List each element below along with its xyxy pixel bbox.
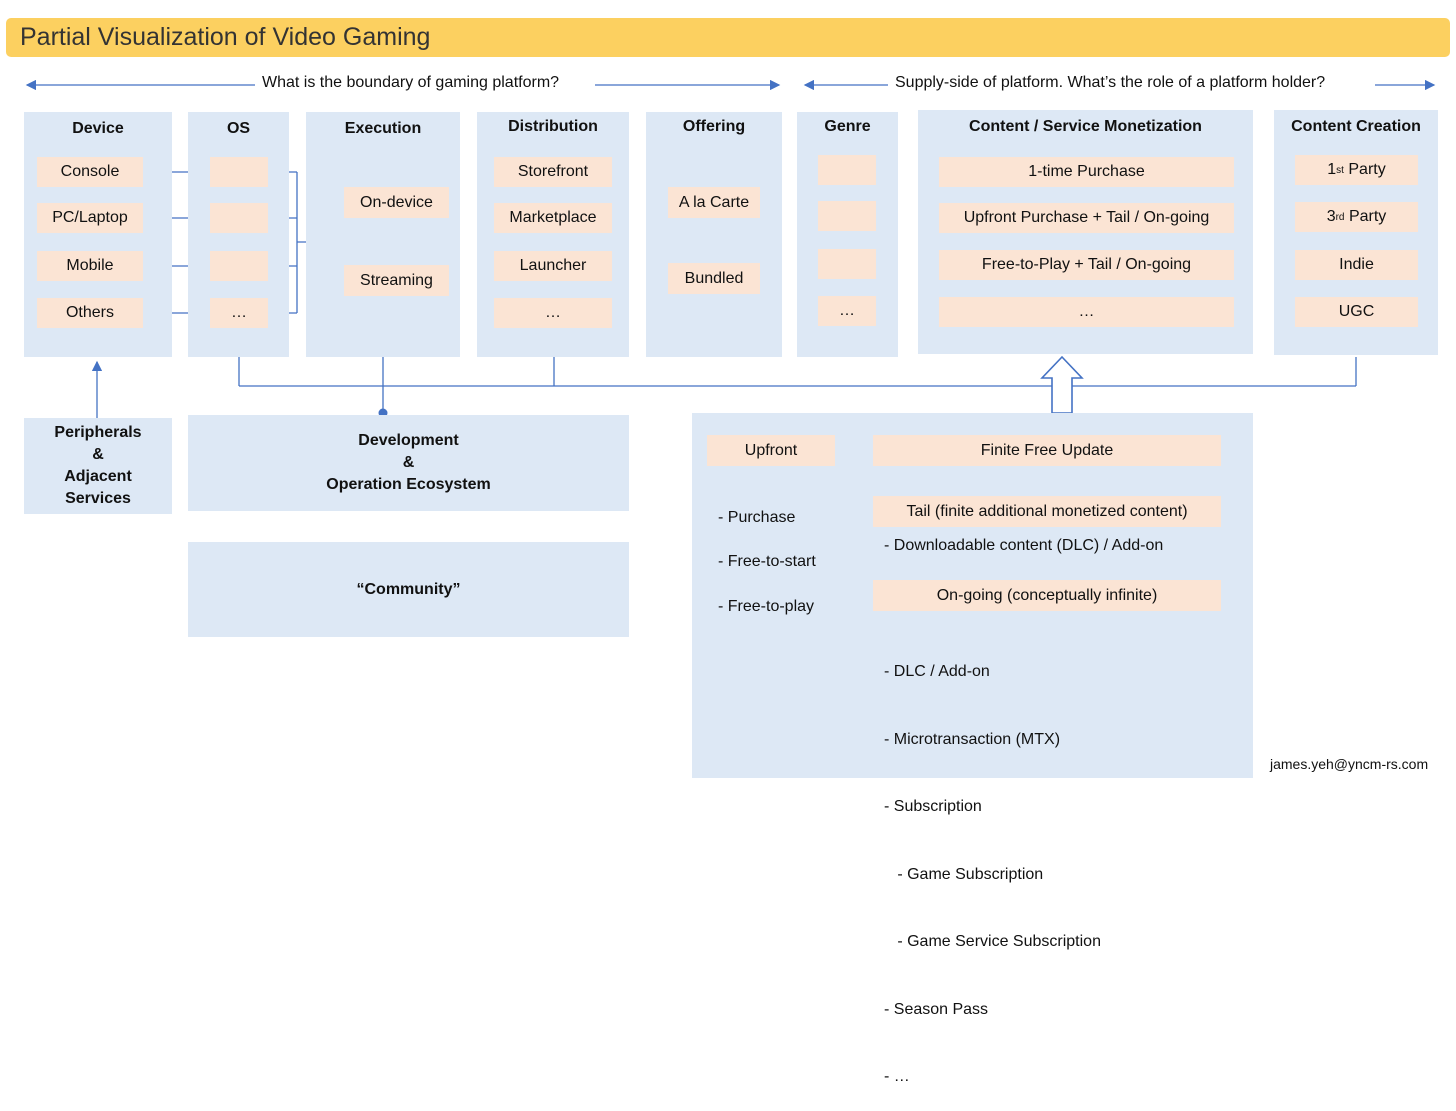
monetization-more: … — [939, 297, 1234, 327]
up-block-arrow — [1040, 355, 1084, 414]
model-free-to-play: - Free-to-play — [718, 598, 815, 615]
monetization-one-time: 1-time Purchase — [939, 157, 1234, 187]
peripherals-box: Peripherals & Adjacent Services — [24, 418, 172, 514]
supply-side-question: Supply-side of platform. What’s the role… — [889, 74, 1332, 92]
distribution-launcher: Launcher — [494, 251, 612, 281]
os-item-3 — [210, 251, 268, 281]
execution-streaming: Streaming — [344, 265, 449, 296]
distribution-more: … — [494, 298, 612, 328]
ongoing-item: - Game Service Subscription — [884, 933, 1101, 950]
execution-header: Execution — [344, 120, 422, 137]
ongoing-list: - DLC / Add-on - Microtransaction (MTX) … — [884, 616, 1101, 1111]
community-box: “Community” — [188, 542, 629, 637]
distribution-header: Distribution — [508, 118, 598, 135]
ongoing-item: - Season Pass — [884, 1000, 989, 1018]
model-free-to-start: - Free-to-start — [718, 553, 816, 570]
detail-upfront: Upfront — [707, 435, 835, 466]
creation-ugc: UGC — [1295, 297, 1418, 327]
creation-indie: Indie — [1295, 250, 1418, 280]
creation-header: Content Creation — [1291, 118, 1421, 135]
os-item-4: … — [210, 298, 268, 328]
ongoing-item: - Subscription — [884, 798, 982, 815]
ongoing-item: - Microtransaction (MTX) — [884, 730, 1061, 748]
os-item-1 — [210, 157, 268, 187]
boundary-question: What is the boundary of gaming platform? — [256, 74, 566, 92]
tail-item-dlc: - Downloadable content (DLC) / Add-on — [884, 537, 1164, 554]
detail-ongoing: On-going (conceptually infinite) — [873, 580, 1221, 611]
distribution-storefront: Storefront — [494, 157, 612, 187]
device-pc-laptop: PC/Laptop — [37, 203, 143, 233]
genre-item-2 — [818, 201, 876, 231]
offering-bundled: Bundled — [668, 263, 760, 294]
execution-panel: Execution — [306, 112, 460, 357]
detail-tail: Tail (finite additional monetized conten… — [873, 496, 1221, 527]
offering-panel: Offering — [646, 112, 782, 357]
monetization-f2p-tail: Free-to-Play + Tail / On-going — [939, 250, 1234, 280]
monetization-upfront-tail: Upfront Purchase + Tail / On-going — [939, 203, 1234, 233]
model-purchase: - Purchase — [718, 509, 796, 526]
genre-header: Genre — [824, 118, 871, 135]
development-box: Development & Operation Ecosystem — [188, 415, 629, 511]
genre-item-4: … — [818, 296, 876, 326]
device-console: Console — [37, 157, 143, 187]
device-others: Others — [37, 298, 143, 328]
os-item-2 — [210, 203, 268, 233]
page-title: Partial Visualization of Video Gaming — [20, 23, 431, 51]
device-header: Device — [72, 120, 124, 137]
author-credit: james.yeh@yncm-rs.com — [1270, 756, 1429, 772]
distribution-marketplace: Marketplace — [494, 203, 612, 233]
monetization-header: Content / Service Monetization — [969, 118, 1202, 135]
ongoing-item: - DLC / Add-on — [884, 663, 990, 680]
execution-on-device: On-device — [344, 187, 449, 218]
offering-a-la-carte: A la Carte — [668, 187, 760, 218]
ongoing-item: - … — [884, 1068, 910, 1085]
offering-header: Offering — [682, 118, 746, 135]
genre-item-3 — [818, 249, 876, 279]
genre-item-1 — [818, 155, 876, 185]
ongoing-item: - Game Subscription — [884, 865, 1044, 883]
os-header: OS — [226, 120, 251, 137]
title-bar: Partial Visualization of Video Gaming — [6, 18, 1450, 57]
device-mobile: Mobile — [37, 251, 143, 281]
detail-finite-free-update: Finite Free Update — [873, 435, 1221, 466]
